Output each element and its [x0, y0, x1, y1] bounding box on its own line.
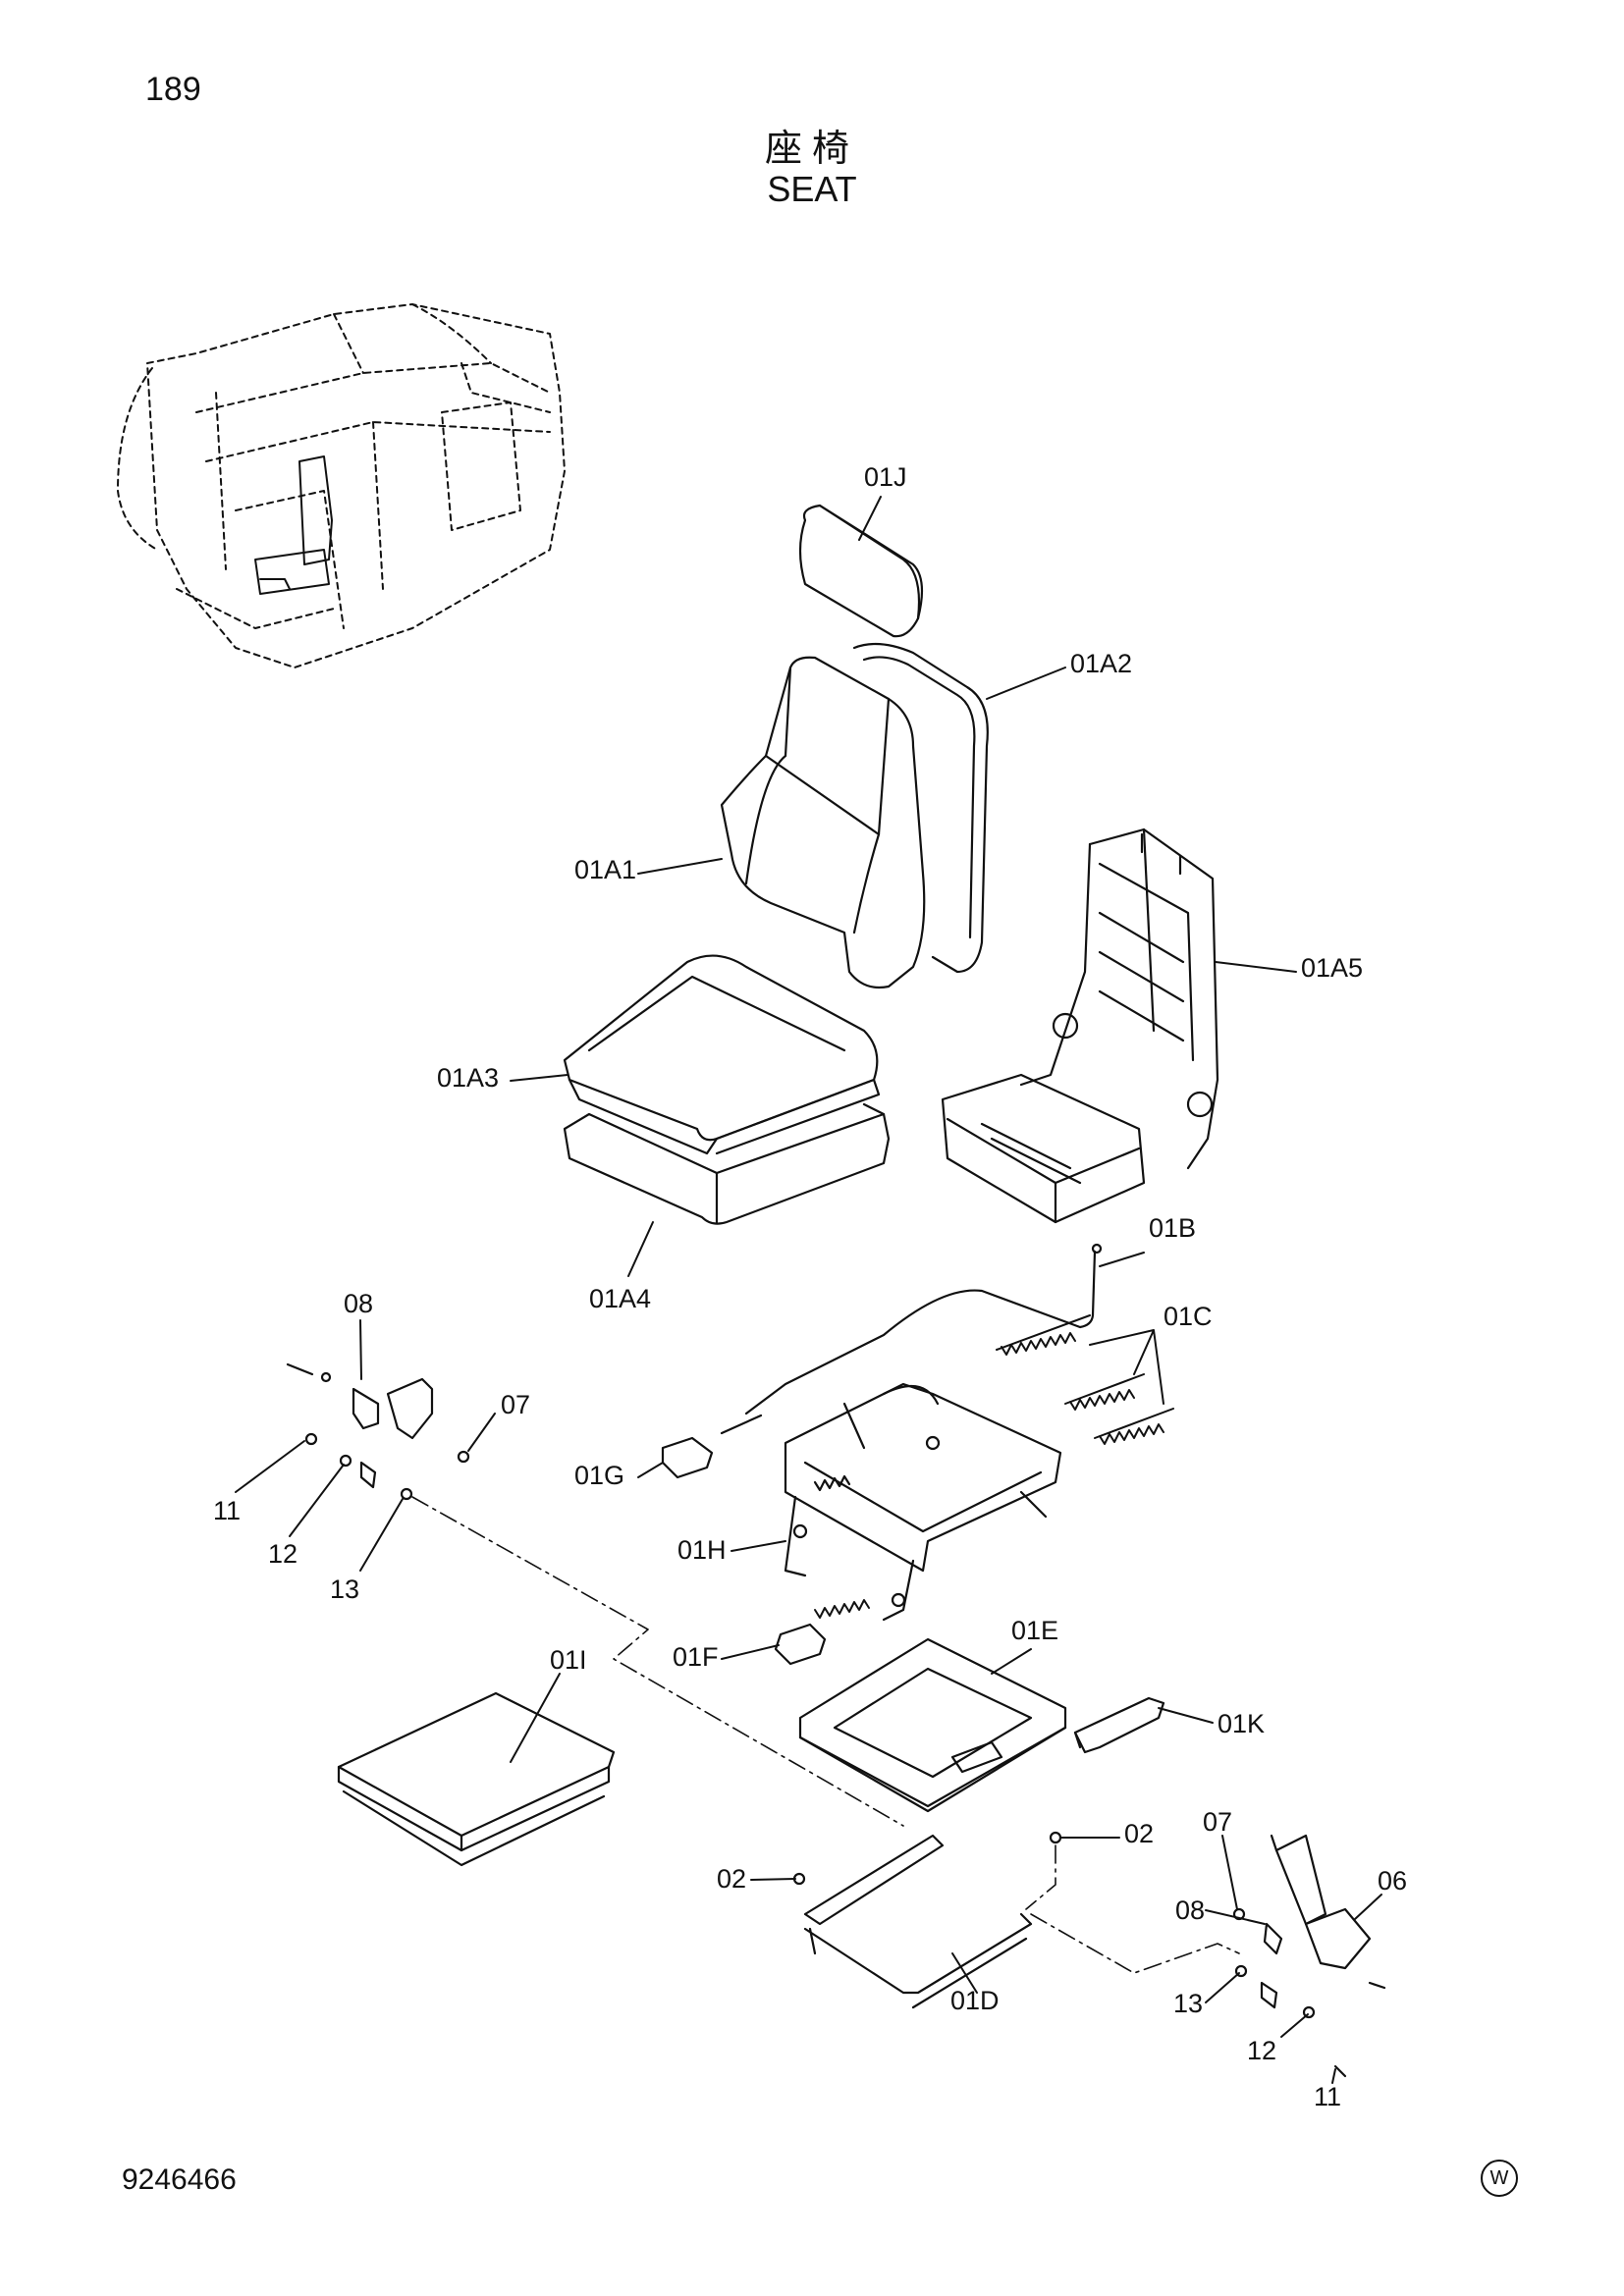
callout-12-left: 12 — [268, 1539, 298, 1569]
part-01A5-seat-frame — [941, 828, 1219, 1224]
callout-01G: 01G — [574, 1461, 624, 1490]
hardware-right — [792, 1831, 1386, 2078]
callout-01H: 01H — [677, 1535, 727, 1565]
callout-01F: 01F — [673, 1642, 719, 1672]
callout-13-left: 13 — [330, 1575, 359, 1604]
hardware-left — [286, 1362, 470, 1501]
callout-06: 06 — [1378, 1866, 1407, 1896]
callout-01A1: 01A1 — [574, 855, 636, 884]
callout-01J: 01J — [864, 462, 907, 492]
part-01A3-seat-cushion — [563, 954, 881, 1155]
cab-inset-seat — [254, 455, 333, 595]
callout-01A2: 01A2 — [1070, 649, 1132, 678]
part-01F-spring — [814, 1599, 870, 1619]
page-title: SEAT — [767, 169, 857, 209]
part-01H-suspension-frame — [784, 1382, 1062, 1622]
footer-mark: W — [1481, 2160, 1518, 2197]
part-01G-knob — [661, 1414, 763, 1479]
part-01A4-seat-base — [563, 1102, 891, 1225]
page-title-cjk: 座椅 — [764, 127, 859, 170]
callout-01A3: 01A3 — [437, 1063, 499, 1093]
callout-07-left: 07 — [501, 1390, 530, 1419]
callout-13-right: 13 — [1173, 1989, 1203, 2018]
callout-01B: 01B — [1149, 1213, 1196, 1243]
callout-02-left: 02 — [717, 1864, 746, 1894]
callout-12-right: 12 — [1247, 2036, 1276, 2065]
callout-01E: 01E — [1011, 1616, 1058, 1645]
part-01I-pad — [337, 1691, 616, 1867]
part-01C-springs — [996, 1314, 1174, 1445]
part-01B-cable — [744, 1243, 1103, 1415]
part-01D-slide-rails — [803, 1834, 1033, 2009]
callout-01I: 01I — [550, 1645, 587, 1675]
callout-01A4: 01A4 — [589, 1284, 651, 1313]
part-01E-rail-plate — [798, 1637, 1067, 1813]
document-number: 9246466 — [122, 2163, 237, 2196]
part-01A2-backrest-cover — [852, 642, 989, 974]
callout-11-right: 11 — [1314, 2082, 1341, 2111]
callout-01A5: 01A5 — [1301, 953, 1363, 983]
assembly-center-lines — [411, 1496, 1240, 1974]
callout-01D: 01D — [950, 1986, 1000, 2015]
part-01F-knob — [774, 1623, 827, 1666]
callout-02-right: 02 — [1124, 1819, 1154, 1848]
callout-08-left: 08 — [344, 1289, 373, 1318]
callout-01K: 01K — [1218, 1709, 1265, 1738]
callout-labels: 01J 01A2 01A1 01A5 01A3 01A4 01B 01C 08 … — [213, 462, 1407, 2111]
callout-01C: 01C — [1164, 1302, 1213, 1331]
page-number: 189 — [145, 71, 201, 108]
part-01A1-backrest-cushion — [720, 656, 926, 989]
part-01J-headrest — [798, 504, 924, 638]
callout-07-right: 07 — [1203, 1807, 1232, 1837]
callout-08-right: 08 — [1175, 1896, 1205, 1925]
callout-11-left: 11 — [213, 1496, 241, 1525]
leader-lines — [235, 496, 1382, 2084]
part-01K-bracket — [1073, 1696, 1165, 1754]
cab-location-inset — [117, 303, 566, 668]
